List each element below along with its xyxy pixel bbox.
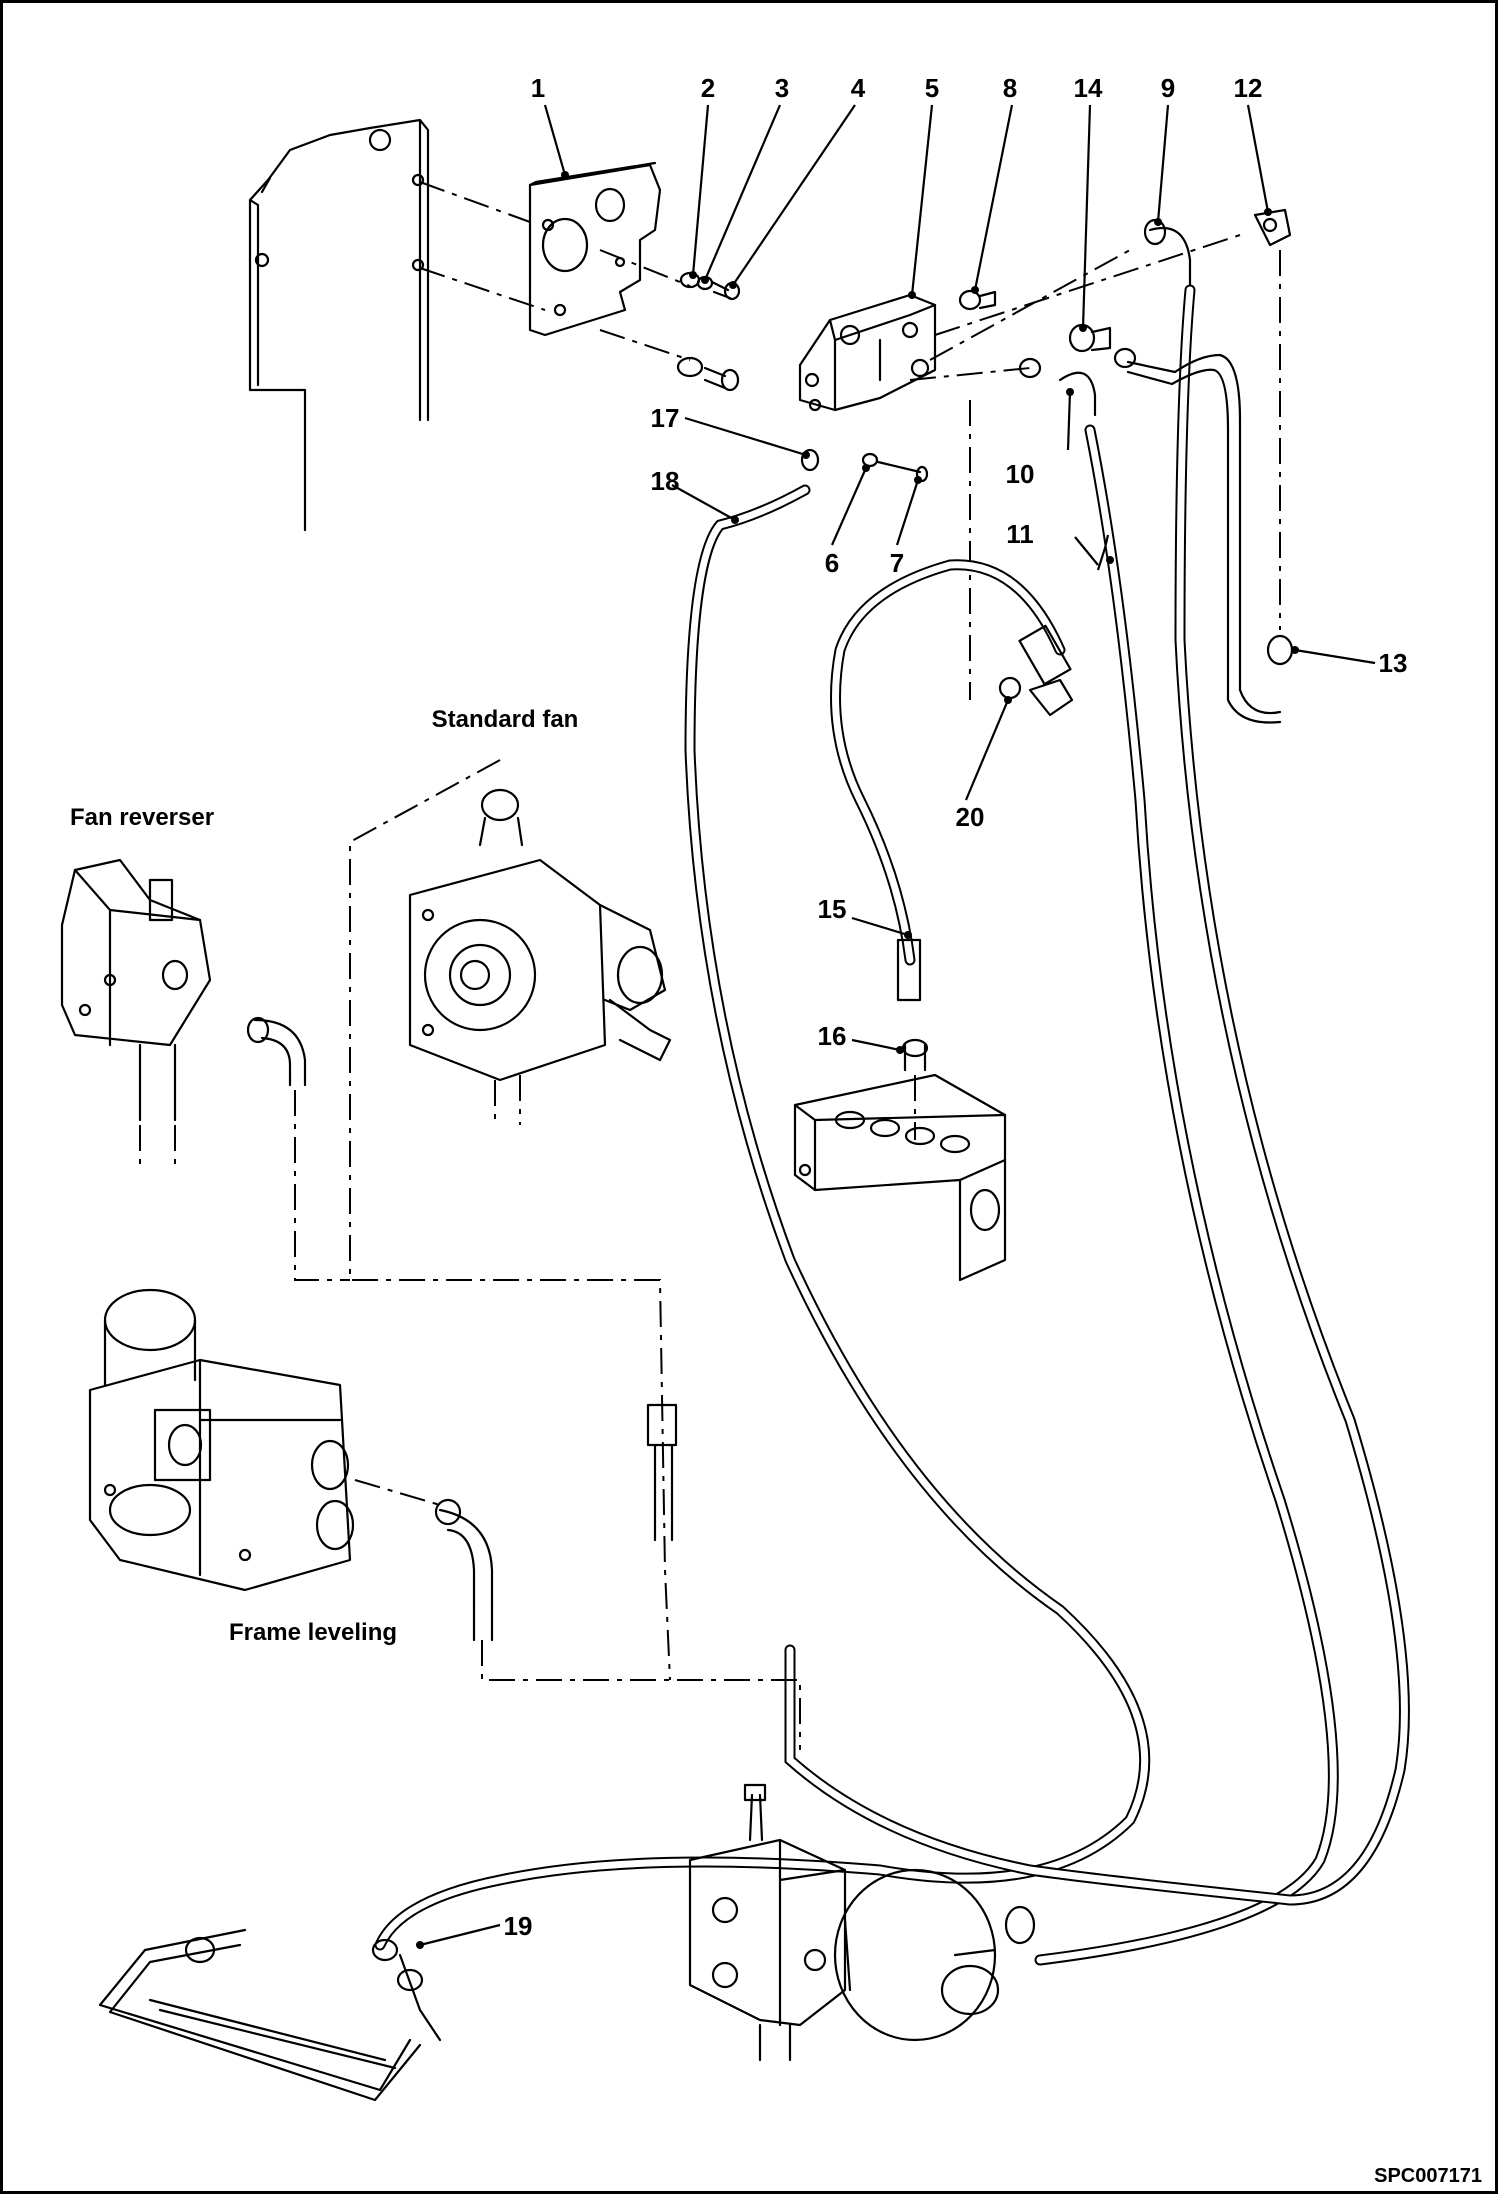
elbow-fitting-12 [1253,208,1292,247]
callout-13: 13 [1379,648,1408,678]
callout-8: 8 [1003,73,1017,103]
callout-19: 19 [504,1911,533,1941]
callout-10: 10 [1006,459,1035,489]
callout-6: 6 [825,548,839,578]
elbow-fitting-9 [1143,218,1192,292]
callout-17: 17 [651,403,680,433]
leader-lines [416,104,1376,1949]
callout-5: 5 [925,73,939,103]
mounting-plate [528,161,662,337]
callout-2: 2 [701,73,715,103]
washer-bolt-set-lower [676,356,740,392]
caption-fan-reverser: Fan reverser [70,804,214,831]
fitting-20 [998,676,1074,717]
accumulator-valve [688,1783,1036,2062]
fitting-14 [1068,323,1137,369]
pin-parts [861,452,929,483]
valve-block [798,293,937,412]
fitting-8 [958,289,997,311]
fan-reverser-valve [60,858,212,1122]
tube-13 [1126,353,1294,724]
callout-1: 1 [531,73,545,103]
frame-leveling-valve [88,1288,355,1592]
callout-12: 12 [1234,73,1263,103]
elbow-fitting-frame-leveling [434,1498,494,1642]
caption-standard-fan: Standard fan [432,706,579,733]
elbow-fitting-fan-reverser [246,1016,307,1087]
hose-15 [830,559,1072,1002]
callout-14: 14 [1074,73,1103,103]
callout-4: 4 [851,73,866,103]
elbow-fitting-10 [1018,357,1097,417]
callout-15: 15 [818,894,847,924]
callout-18: 18 [651,466,680,496]
hose-main [784,284,1410,1906]
standard-fan-motor [408,788,672,1082]
callout-7: 7 [890,548,904,578]
document-id: SPC007171 [1374,2165,1482,2187]
callout-9: 9 [1161,73,1175,103]
manifold-block [793,1073,1007,1282]
hose-18 [374,484,1151,1951]
callout-20: 20 [956,802,985,832]
caption-frame-leveling: Frame leveling [229,1619,397,1646]
callout-16: 16 [818,1021,847,1051]
callout-3: 3 [775,73,789,103]
frame-plate [248,118,430,532]
hose-11 [1034,424,1339,1966]
callout-11: 11 [1006,519,1034,549]
fitting-17 [800,448,820,472]
coupling-fitting [646,1403,678,1542]
fitting-16 [901,1038,929,1072]
tube-assembly-19 [98,1928,442,2102]
